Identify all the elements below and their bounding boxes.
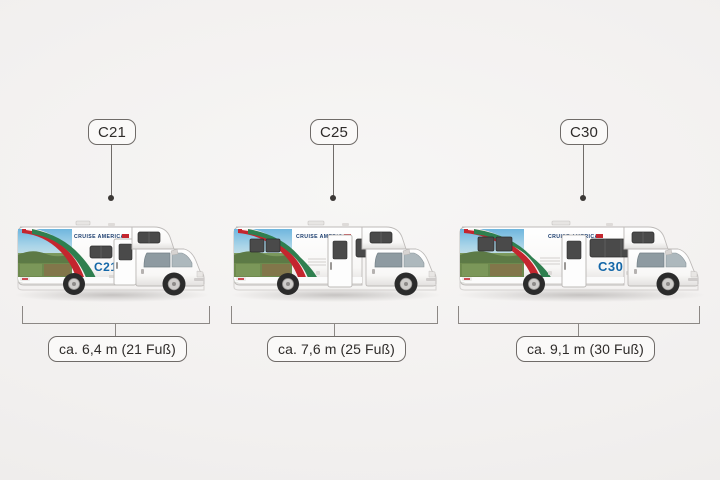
dimension-bracket-stem-c30 — [578, 324, 580, 336]
svg-text:CRUISE AMERICA: CRUISE AMERICA — [74, 234, 125, 240]
dimension-bracket-c30 — [458, 306, 700, 324]
dimension-label-c30[interactable]: ca. 9,1 m (30 Fuß) — [516, 336, 655, 362]
callout-box-c25[interactable]: C25 — [310, 119, 358, 145]
dimension-bracket-stem-c21 — [115, 324, 117, 336]
rv-illustration-c21: CRUISE AMERICA C21 — [14, 205, 210, 300]
callout-leader-line-c25 — [333, 145, 335, 198]
dimension-bracket-stem-c25 — [334, 324, 336, 336]
svg-text:C30: C30 — [598, 259, 623, 274]
rv-illustration-c30: CRUISE AMERICA C30 — [456, 205, 706, 300]
dimension-bracket-c21 — [22, 306, 210, 324]
callout-leader-line-c30 — [583, 145, 585, 198]
svg-text:C21: C21 — [94, 260, 118, 274]
rv-shadow-c21 — [16, 288, 208, 302]
callout-leader-dot-c21 — [108, 195, 114, 201]
dimension-label-c21[interactable]: ca. 6,4 m (21 Fuß) — [48, 336, 187, 362]
rv-illustration-c25: CRUISE AMERICA — [230, 205, 444, 300]
svg-text:CRUISE AMERICA: CRUISE AMERICA — [296, 234, 347, 240]
dimension-label-c25[interactable]: ca. 7,6 m (25 Fuß) — [267, 336, 406, 362]
rv-shadow-c30 — [458, 288, 704, 302]
callout-leader-dot-c30 — [580, 195, 586, 201]
callout-box-c30[interactable]: C30 — [560, 119, 608, 145]
callout-box-c21[interactable]: C21 — [88, 119, 136, 145]
callout-leader-dot-c25 — [330, 195, 336, 201]
callout-leader-line-c21 — [111, 145, 113, 198]
dimension-bracket-c25 — [231, 306, 438, 324]
